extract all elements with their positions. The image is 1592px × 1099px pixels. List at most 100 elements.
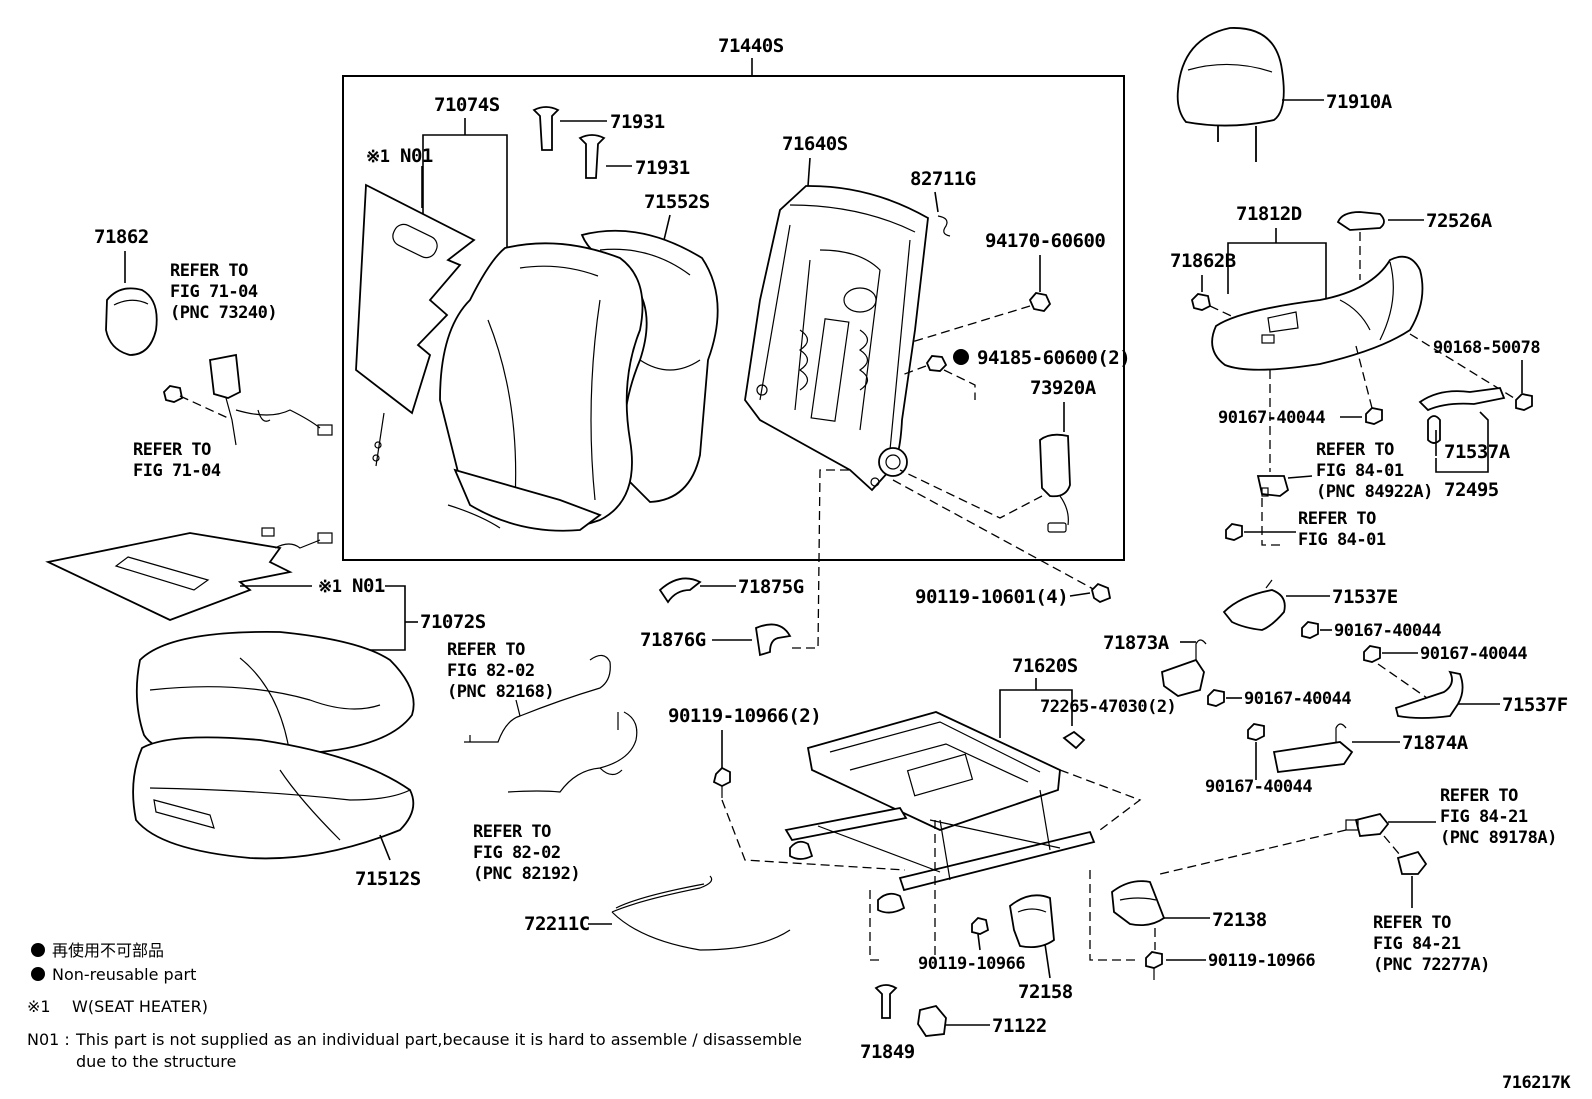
bolt-90119-10966-a[interactable] bbox=[971, 917, 990, 935]
label-71931-a[interactable]: 71931 bbox=[610, 111, 665, 133]
screw-90168-50078[interactable] bbox=[1515, 393, 1533, 411]
label-71440S[interactable]: 71440S bbox=[718, 35, 784, 57]
refer-fig-82-02-pnc-82168[interactable]: REFER TO FIG 82-02 (PNC 82168) bbox=[447, 640, 555, 702]
label-90119-10966-a[interactable]: 90119-10966 bbox=[918, 954, 1026, 974]
screw-90167-40044-a[interactable] bbox=[1365, 407, 1383, 425]
label-73920A[interactable]: 73920A bbox=[1030, 377, 1097, 399]
label-72138[interactable]: 72138 bbox=[1212, 909, 1267, 931]
label-72526A[interactable]: 72526A bbox=[1426, 210, 1493, 232]
cover-71876G[interactable] bbox=[755, 623, 792, 657]
label-71874A[interactable]: 71874A bbox=[1402, 732, 1469, 754]
refer-fig-84-21-pnc-89178A[interactable]: REFER TO FIG 84-21 (PNC 89178A) bbox=[1440, 786, 1557, 848]
cover-72158[interactable] bbox=[1009, 894, 1055, 949]
label-90167-40044-e[interactable]: 90167-40044 bbox=[1205, 777, 1313, 797]
label-71812D[interactable]: 71812D bbox=[1236, 203, 1302, 225]
seat-cushion-pad-71512S[interactable] bbox=[132, 736, 415, 860]
refer-fig-82-02-pnc-82192[interactable]: REFER TO FIG 82-02 (PNC 82192) bbox=[473, 822, 581, 884]
cover-72138[interactable] bbox=[1111, 880, 1166, 927]
sensor-89178A[interactable] bbox=[1345, 812, 1390, 837]
label-90167-40044-d[interactable]: 90167-40044 bbox=[1420, 644, 1528, 664]
label-72211C[interactable]: 72211C bbox=[524, 913, 590, 935]
wire-harness-82192[interactable] bbox=[507, 711, 638, 793]
bolt-90119-10601[interactable] bbox=[1091, 582, 1112, 604]
knob-72526A[interactable] bbox=[1336, 211, 1385, 231]
switch-84922A[interactable] bbox=[1256, 475, 1290, 497]
label-71849[interactable]: 71849 bbox=[860, 1041, 915, 1063]
label-82711G[interactable]: 82711G bbox=[910, 168, 976, 190]
label-90167-40044-b[interactable]: 90167-40044 bbox=[1334, 621, 1442, 641]
label-71931-b[interactable]: 71931 bbox=[635, 157, 690, 179]
label-71862[interactable]: 71862 bbox=[94, 226, 149, 248]
wire-harness-82168[interactable] bbox=[464, 654, 611, 743]
label-71876G[interactable]: 71876G bbox=[640, 629, 706, 651]
label-94170-60600[interactable]: 94170-60600 bbox=[985, 230, 1106, 252]
cover-71122[interactable] bbox=[917, 1004, 947, 1037]
seatback-pad-71074S[interactable] bbox=[439, 242, 644, 532]
bracket-71873A[interactable] bbox=[1161, 639, 1207, 697]
screw-90167-40044-d[interactable] bbox=[1363, 645, 1381, 663]
label-90119-10966-b[interactable]: 90119-10966 bbox=[1208, 951, 1316, 971]
lever-71537E[interactable] bbox=[1222, 579, 1286, 631]
label-71537E[interactable]: 71537E bbox=[1332, 586, 1398, 608]
label-71910A[interactable]: 71910A bbox=[1326, 91, 1393, 113]
screw-90167-40044-b[interactable] bbox=[1301, 621, 1319, 639]
seat-cushion-heater-mat[interactable] bbox=[45, 527, 333, 621]
seat-adjuster-71620S[interactable] bbox=[784, 711, 1096, 914]
label-90167-40044-c[interactable]: 90167-40044 bbox=[1244, 689, 1352, 709]
label-72495[interactable]: 72495 bbox=[1444, 479, 1499, 501]
bracket-71874A[interactable] bbox=[1272, 723, 1354, 773]
label-71875G[interactable]: 71875G bbox=[738, 576, 804, 598]
refer-fig-71-04-b[interactable]: REFER TO FIG 71-04 bbox=[133, 440, 221, 481]
refer-fig-84-01-b[interactable]: REFER TO FIG 84-01 bbox=[1298, 509, 1386, 550]
seat-belt-buckle[interactable] bbox=[209, 353, 333, 446]
label-71074S[interactable]: 71074S bbox=[434, 94, 500, 116]
label-71072S[interactable]: 71072S bbox=[420, 611, 486, 633]
belt-guide-71862[interactable] bbox=[105, 287, 158, 356]
pin-72265-47030[interactable] bbox=[1062, 730, 1086, 750]
screw-90167-40044-e[interactable] bbox=[1247, 723, 1265, 741]
label-90168-50078[interactable]: 90168-50078 bbox=[1433, 338, 1541, 358]
label-71640S[interactable]: 71640S bbox=[782, 133, 848, 155]
clip-71849[interactable] bbox=[874, 984, 898, 1019]
clip-72277A[interactable] bbox=[1396, 850, 1428, 875]
label-71552S[interactable]: 71552S bbox=[644, 191, 710, 213]
label-71537A[interactable]: 71537A bbox=[1444, 441, 1511, 463]
label-71537F[interactable]: 71537F bbox=[1502, 694, 1568, 716]
refer-fig-84-01-pnc-84922A[interactable]: REFER TO FIG 84-01 (PNC 84922A) bbox=[1316, 440, 1433, 502]
nut-94170-60600[interactable] bbox=[1028, 292, 1052, 312]
label-90119-10601[interactable]: 90119-10601(4) bbox=[915, 586, 1069, 608]
bolt-belt-anchor[interactable] bbox=[163, 385, 184, 403]
clip-82711G[interactable] bbox=[937, 215, 951, 237]
label-71862B[interactable]: 71862B bbox=[1170, 250, 1236, 272]
wire-72211C[interactable] bbox=[611, 875, 791, 951]
clip-71931-a[interactable] bbox=[532, 106, 560, 151]
label-71122[interactable]: 71122 bbox=[992, 1015, 1047, 1037]
clip-71931-b[interactable] bbox=[578, 134, 606, 179]
cover-71875G[interactable] bbox=[658, 577, 702, 604]
bolt-90119-10966-2[interactable] bbox=[712, 766, 731, 798]
side-airbag-73920A[interactable] bbox=[1039, 433, 1071, 533]
label-90167-40044-a[interactable]: 90167-40044 bbox=[1218, 408, 1326, 428]
bolt-90119-10966-b[interactable] bbox=[1145, 951, 1163, 980]
label-71620S[interactable]: 71620S bbox=[1012, 655, 1078, 677]
label-90119-10966-2[interactable]: 90119-10966(2) bbox=[668, 705, 822, 727]
lever-71537F[interactable] bbox=[1394, 670, 1464, 719]
label-94185-60600[interactable]: 94185-60600(2) bbox=[977, 347, 1131, 369]
seat-cushion-cover-71072S[interactable] bbox=[135, 630, 415, 763]
screw-84-01[interactable] bbox=[1225, 523, 1243, 541]
label-71512S[interactable]: 71512S bbox=[355, 868, 421, 890]
refer-fig-84-21-pnc-72277A[interactable]: REFER TO FIG 84-21 (PNC 72277A) bbox=[1373, 913, 1490, 975]
lever-71537A[interactable] bbox=[1418, 387, 1506, 444]
side-shield-71812D[interactable] bbox=[1211, 255, 1424, 371]
label-n01-mid[interactable]: N01 bbox=[352, 575, 385, 597]
headrest-71910A[interactable] bbox=[1176, 27, 1285, 162]
refer-fig-71-04-pnc-73240[interactable]: REFER TO FIG 71-04 (PNC 73240) bbox=[170, 261, 278, 323]
label-n01-top[interactable]: N01 bbox=[400, 145, 433, 167]
label-72158[interactable]: 72158 bbox=[1018, 981, 1073, 1003]
seatback-frame-71640S[interactable] bbox=[744, 185, 929, 492]
label-72265-47030[interactable]: 72265-47030(2) bbox=[1040, 697, 1177, 717]
screw-90167-40044-c[interactable] bbox=[1207, 689, 1225, 707]
clip-71862B[interactable] bbox=[1191, 293, 1212, 311]
nut-94185-60600[interactable] bbox=[925, 355, 948, 372]
label-71873A[interactable]: 71873A bbox=[1103, 632, 1170, 654]
